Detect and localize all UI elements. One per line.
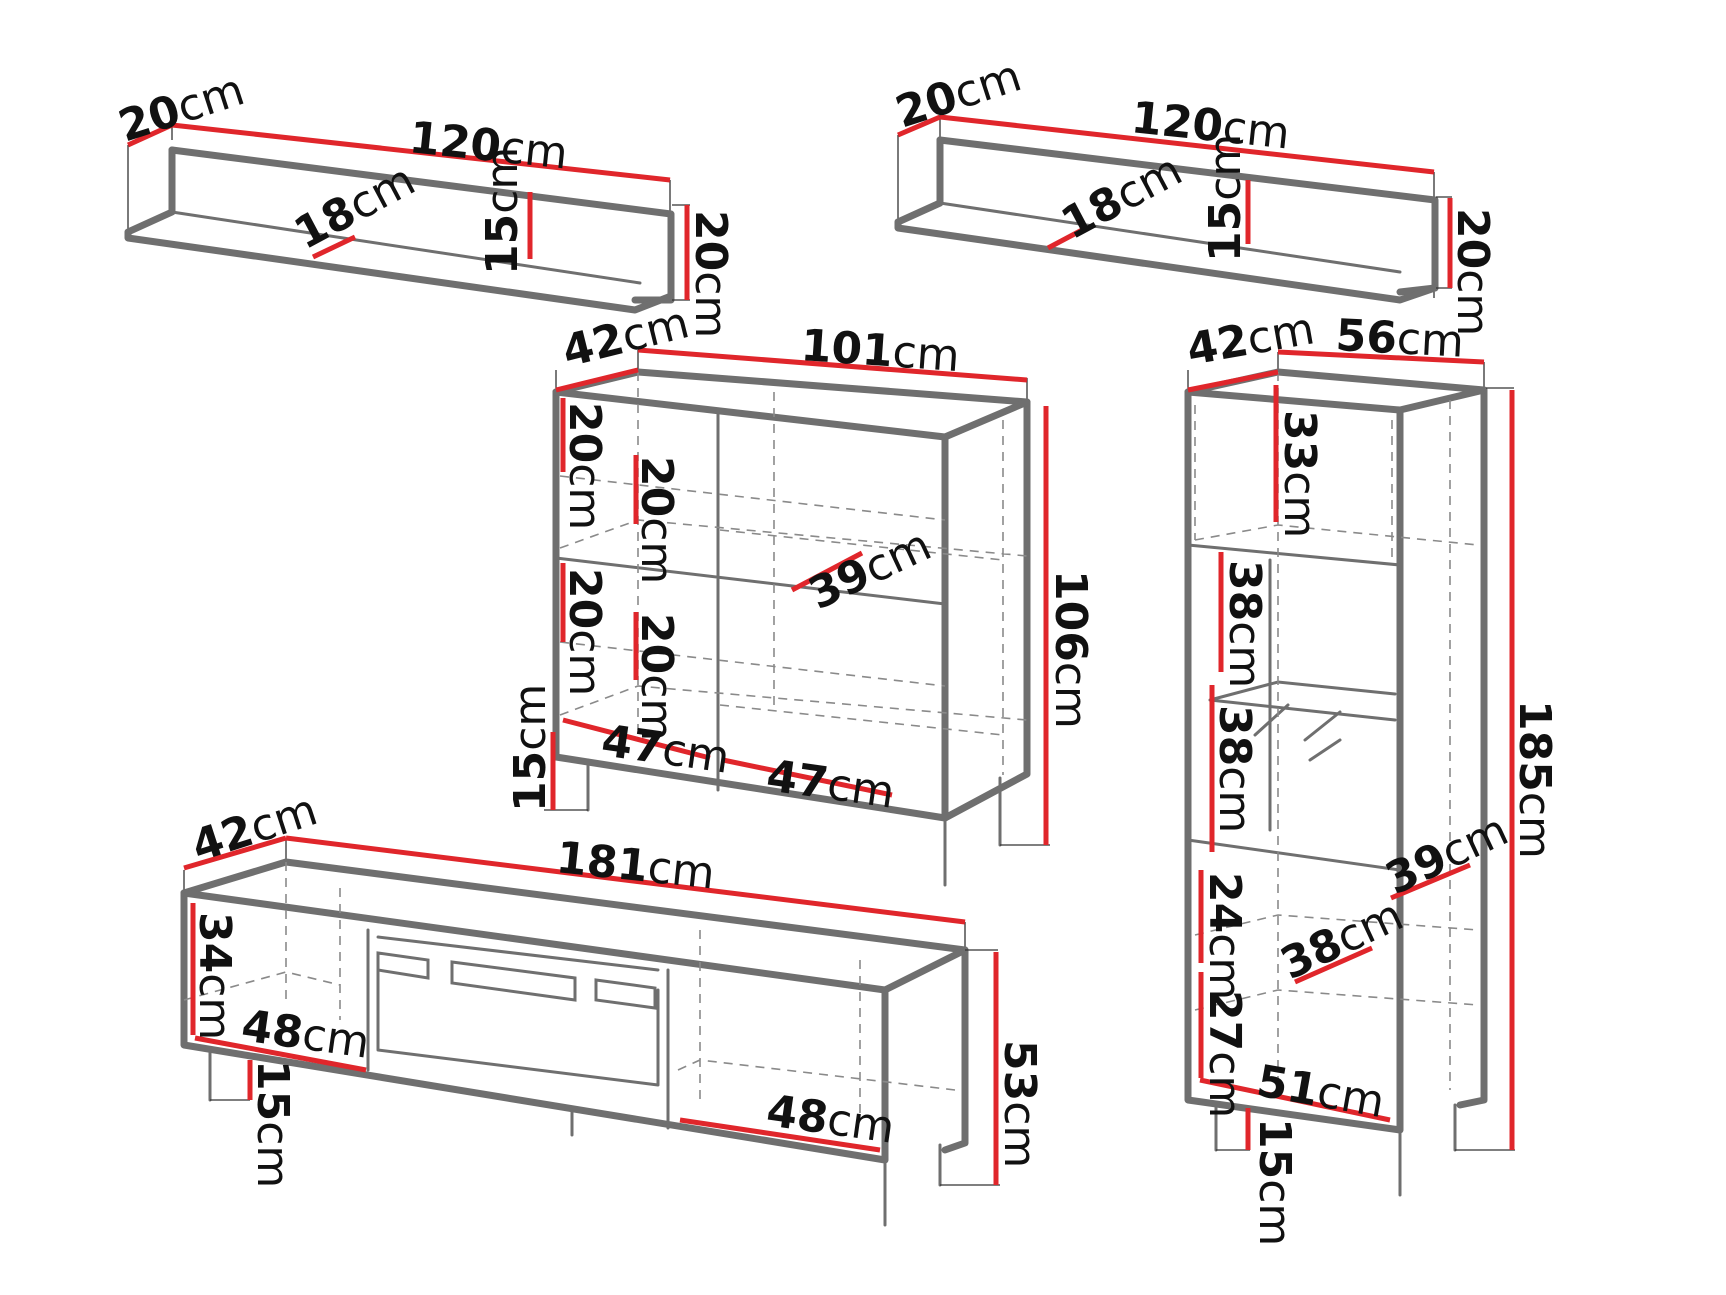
chest-lower-inner-label: 20cm (631, 613, 682, 741)
tall-bottom-width-label: 51cm (1253, 1056, 1388, 1129)
shelf-left-height-label: 20cm (685, 210, 736, 338)
tv-height-label: 53cm (994, 1040, 1045, 1168)
tall-bottom-upper-label: 24cm (1199, 872, 1250, 1000)
tv-side-height-label: 34cm (189, 912, 240, 1040)
chest-of-drawers (544, 347, 1050, 887)
tv-leg-height-label: 15cm (247, 1060, 298, 1188)
shelf-right-inner-height-label: 15cm (1200, 134, 1251, 262)
shelf-left-inner-height-label: 15cm (477, 147, 528, 275)
chest-compartment-right-label: 47cm (763, 750, 897, 818)
wall-shelf-left (124, 122, 690, 314)
tv-stand (180, 835, 1000, 1227)
tall-bottom-depth-inner-label: 38cm (1273, 890, 1411, 990)
chest-compartment-left-label: 47cm (598, 715, 732, 783)
tall-bottom-lower-label: 27cm (1199, 990, 1250, 1118)
shelf-right-width-label: 120cm (1129, 92, 1292, 159)
chest-inner-depth-label: 39cm (801, 520, 939, 620)
tall-width-label: 56cm (1334, 310, 1465, 368)
tall-middle-upper-label: 38cm (1219, 560, 1270, 688)
shelf-left-width-label: 120cm (407, 112, 570, 179)
chest-leg-height-label: 15cm (505, 684, 556, 812)
chest-upper-inner-label: 20cm (631, 456, 682, 584)
chest-lower-outer-label: 20cm (559, 568, 610, 696)
tall-cabinet (1184, 349, 1515, 1197)
tall-depth-label: 42cm (1183, 303, 1318, 376)
tall-middle-lower-label: 38cm (1209, 705, 1260, 833)
chest-upper-outer-label: 20cm (559, 402, 610, 530)
shelf-left-depth-label: 20cm (113, 64, 251, 152)
tall-top-compartment-label: 33cm (1274, 410, 1325, 538)
tv-right-compartment-label: 48cm (763, 1085, 897, 1153)
wall-shelf-right (894, 114, 1453, 304)
tv-width-label: 181cm (554, 832, 717, 899)
shelf-right-height-label: 20cm (1447, 208, 1498, 336)
tv-left-compartment-label: 48cm (238, 1000, 372, 1068)
chest-height-label: 106cm (1045, 570, 1096, 729)
chest-width-label: 101cm (799, 320, 961, 382)
tv-depth-label: 42cm (186, 784, 324, 872)
tall-height-label: 185cm (1509, 700, 1560, 859)
tall-leg-height-label: 15cm (1249, 1118, 1300, 1246)
